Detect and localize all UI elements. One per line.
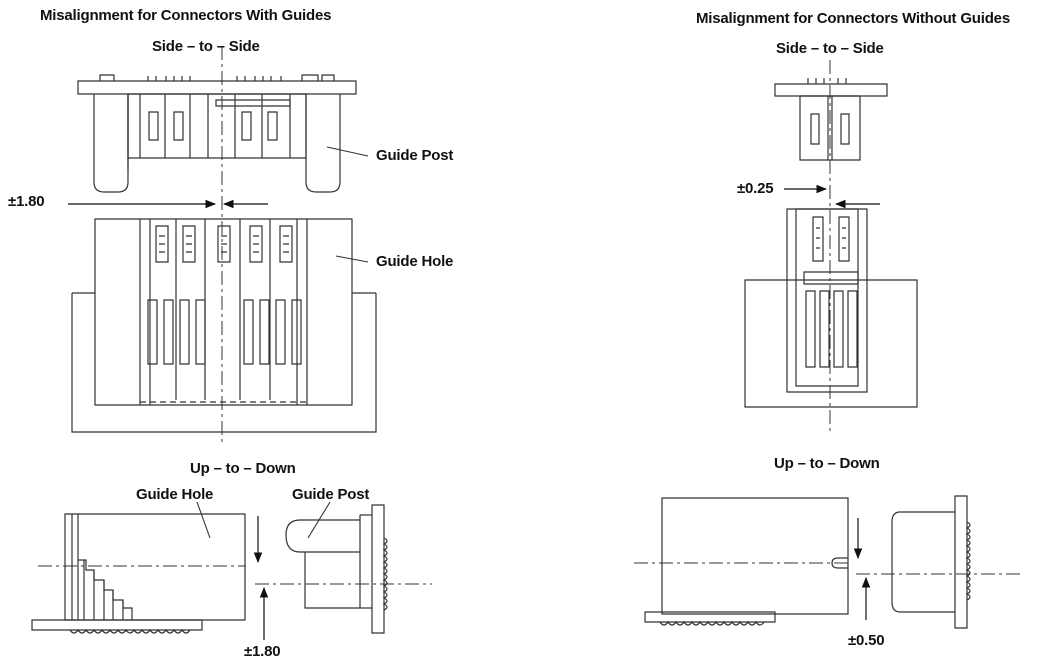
right-guide-post	[306, 94, 340, 192]
right-panel-title: Misalignment for Connectors Without Guid…	[696, 10, 1010, 27]
updown-guide-post	[286, 520, 360, 552]
updown-left-board	[32, 620, 202, 630]
left-receptacle-connector	[72, 219, 376, 432]
right-side-tolerance-label: ±0.25	[737, 180, 774, 197]
left-updown-tolerance-label: ±1.80	[244, 643, 281, 660]
right-receptacle-base	[745, 280, 917, 407]
right-side-tolerance-arrows	[784, 184, 880, 209]
left-side-tolerance-label: ±1.80	[8, 193, 45, 210]
left-top-plug-connector	[78, 75, 356, 192]
right-updown-plug	[892, 496, 970, 628]
plug-body	[128, 94, 306, 158]
right-updown-plug-flange	[955, 496, 967, 628]
stepped-contacts	[78, 560, 132, 620]
left-guide-hole-label: Guide Hole	[376, 253, 454, 270]
right-top-plug-connector	[775, 78, 887, 160]
receptacle-base	[72, 293, 376, 432]
right-updown-tolerance-arrows	[853, 518, 871, 620]
updown-plug-body	[305, 515, 360, 608]
right-receptacle-connector	[745, 209, 917, 407]
right-up-to-down-label: Up – to – Down	[774, 455, 880, 472]
left-leader-lines	[327, 147, 368, 262]
left-panel-title: Misalignment for Connectors With Guides	[40, 7, 332, 24]
plug-flange	[78, 81, 356, 94]
left-guide-post	[94, 94, 128, 192]
right-updown-contact	[832, 558, 848, 568]
left-side-to-side-label: Side – to – Side	[152, 38, 260, 55]
updown-receptacle-body	[65, 514, 245, 620]
plug-top-pins	[100, 75, 334, 81]
left-updown-guide-post-label: Guide Post	[292, 486, 370, 503]
right-side-to-side-label: Side – to – Side	[776, 40, 884, 57]
left-updown-tolerance-arrows	[253, 516, 269, 640]
right-receptacle-housing	[787, 209, 867, 392]
left-updown-guide-hole-label: Guide Hole	[136, 486, 214, 503]
right-plug-flange	[775, 84, 887, 96]
updown-plug-flange	[372, 505, 384, 633]
right-updown-board	[645, 612, 775, 622]
right-updown-plug-body	[892, 512, 955, 612]
right-updown-tolerance-label: ±0.50	[848, 632, 885, 649]
receptacle-bottom-contacts	[148, 300, 301, 364]
left-updown-receptacle	[32, 514, 245, 633]
receptacle-housing	[95, 219, 352, 405]
left-updown-leaders	[197, 502, 330, 538]
receptacle-top-contacts	[156, 226, 292, 262]
left-guide-post-label: Guide Post	[376, 147, 454, 164]
left-updown-plug	[286, 505, 387, 633]
left-up-to-down-label: Up – to – Down	[190, 460, 296, 477]
right-updown-receptacle-body	[662, 498, 848, 614]
right-updown-centerlines	[634, 563, 1022, 574]
left-updown-centerlines	[38, 566, 432, 584]
right-updown-receptacle	[645, 498, 848, 625]
